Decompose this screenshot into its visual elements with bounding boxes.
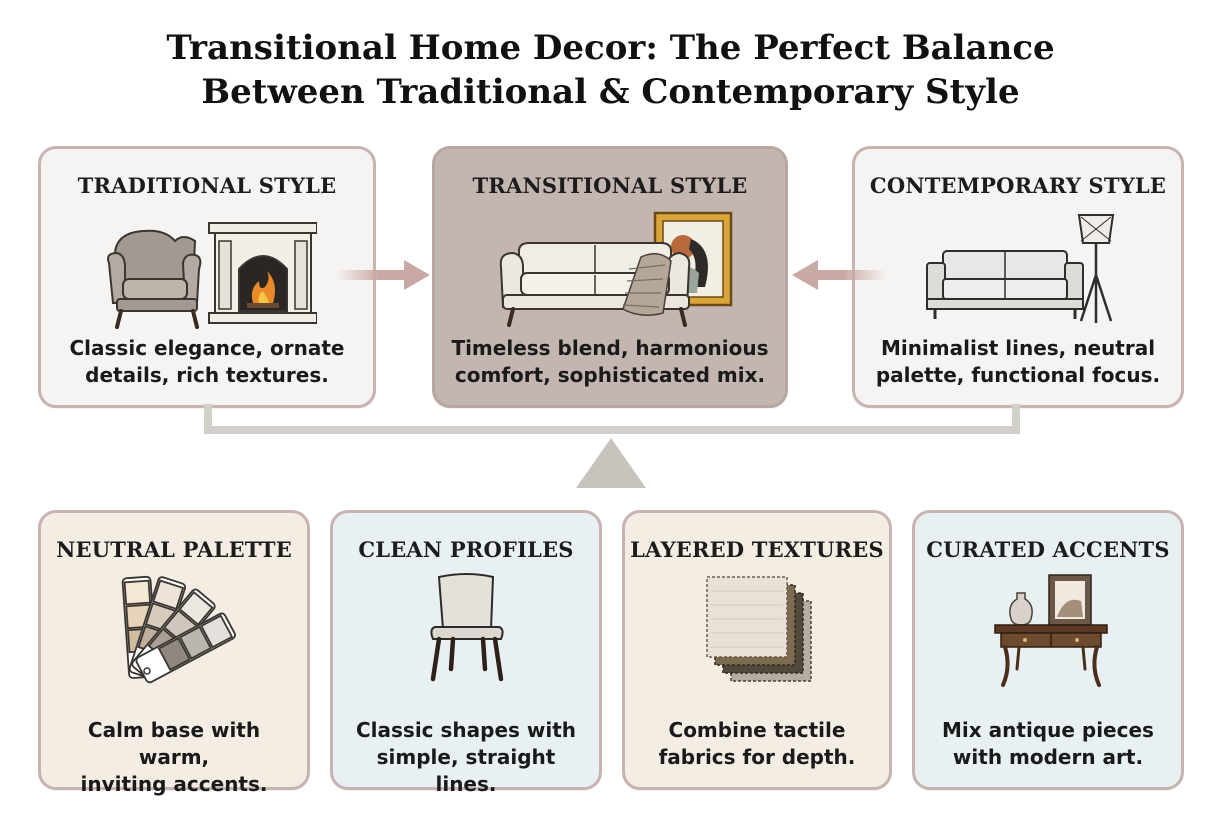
balance-fulcrum-icon — [204, 404, 1020, 488]
armchair-fireplace-icon — [107, 222, 317, 329]
card-description-line-1: Combine tactile — [668, 718, 846, 742]
card-description-line-1: Classic shapes with — [355, 718, 577, 742]
card-heading: NEUTRAL PALETTE — [56, 537, 292, 562]
card-description-line-2: simple, straight lines. — [376, 745, 556, 796]
card-heading: TRANSITIONAL STYLE — [472, 173, 748, 198]
arrow-right-icon — [336, 260, 430, 290]
card-heading: LAYERED TEXTURES — [630, 537, 884, 562]
card-layered-textures: LAYERED TEXTURES Combine tactile fabrics… — [622, 510, 892, 790]
card-description: Combine tactile fabrics for depth. — [635, 717, 879, 771]
card-neutral-palette: NEUTRAL PALETTE — [38, 510, 310, 796]
card-description-line-2: with modern art. — [952, 745, 1144, 769]
card-description: Timeless blend, harmonious comfort, soph… — [445, 335, 775, 389]
card-curated-accents: CURATED ACCENTS Mix antique pieces with … — [912, 510, 1184, 790]
title-line-1: Transitional Home Decor: The Perfect Bal… — [166, 28, 1055, 68]
card-traditional-style: TRADITIONAL STYLE Classic elegance, orna… — [38, 146, 376, 408]
card-description-line-2: details, rich textures. — [85, 363, 329, 387]
card-description-line-2: fabrics for depth. — [658, 745, 856, 769]
card-heading: CLEAN PROFILES — [358, 537, 574, 562]
title-line-2: Between Traditional & Contemporary Style — [201, 72, 1020, 112]
card-description: Minimalist lines, neutral palette, funct… — [865, 335, 1171, 389]
arrow-left-icon — [792, 260, 886, 290]
sofa-frame-icon — [499, 211, 733, 327]
card-description-line-2: comfort, sophisticated mix. — [454, 363, 766, 387]
card-description-line-1: Classic elegance, ornate — [69, 336, 345, 360]
card-description: Classic elegance, ornate details, rich t… — [51, 335, 363, 389]
card-description: Calm base with warm, inviting accents. — [51, 717, 297, 798]
page-title: Transitional Home Decor: The Perfect Bal… — [0, 26, 1221, 114]
card-contemporary-style: CONTEMPORARY STYLE Minimalist lines, neu… — [852, 146, 1184, 408]
card-description: Mix antique pieces with modern art. — [925, 717, 1171, 771]
card-description-line-2: inviting accents. — [80, 772, 268, 796]
dining-chair-icon — [430, 573, 504, 682]
card-heading: CONTEMPORARY STYLE — [869, 173, 1167, 198]
swatch-fan-icon — [121, 575, 236, 684]
modern-sofa-lamp-icon — [926, 214, 1115, 323]
fabric-swatches-icon — [706, 576, 812, 682]
card-description-line-1: Minimalist lines, neutral — [880, 336, 1156, 360]
card-description-line-1: Mix antique pieces — [942, 718, 1154, 742]
card-heading: CURATED ACCENTS — [926, 537, 1170, 562]
card-heading: TRADITIONAL STYLE — [77, 173, 337, 198]
card-description-line-1: Timeless blend, harmonious — [451, 336, 769, 360]
card-clean-profiles: CLEAN PROFILES Classic shapes with simpl… — [330, 510, 602, 796]
card-description: Classic shapes with simple, straight lin… — [343, 717, 589, 798]
card-transitional-style: TRANSITIONAL STYLE Timeless blend, harmo… — [432, 146, 788, 408]
card-description-line-1: Calm base with warm, — [87, 718, 261, 769]
console-table-icon — [994, 574, 1108, 687]
card-description-line-2: palette, functional focus. — [875, 363, 1161, 387]
